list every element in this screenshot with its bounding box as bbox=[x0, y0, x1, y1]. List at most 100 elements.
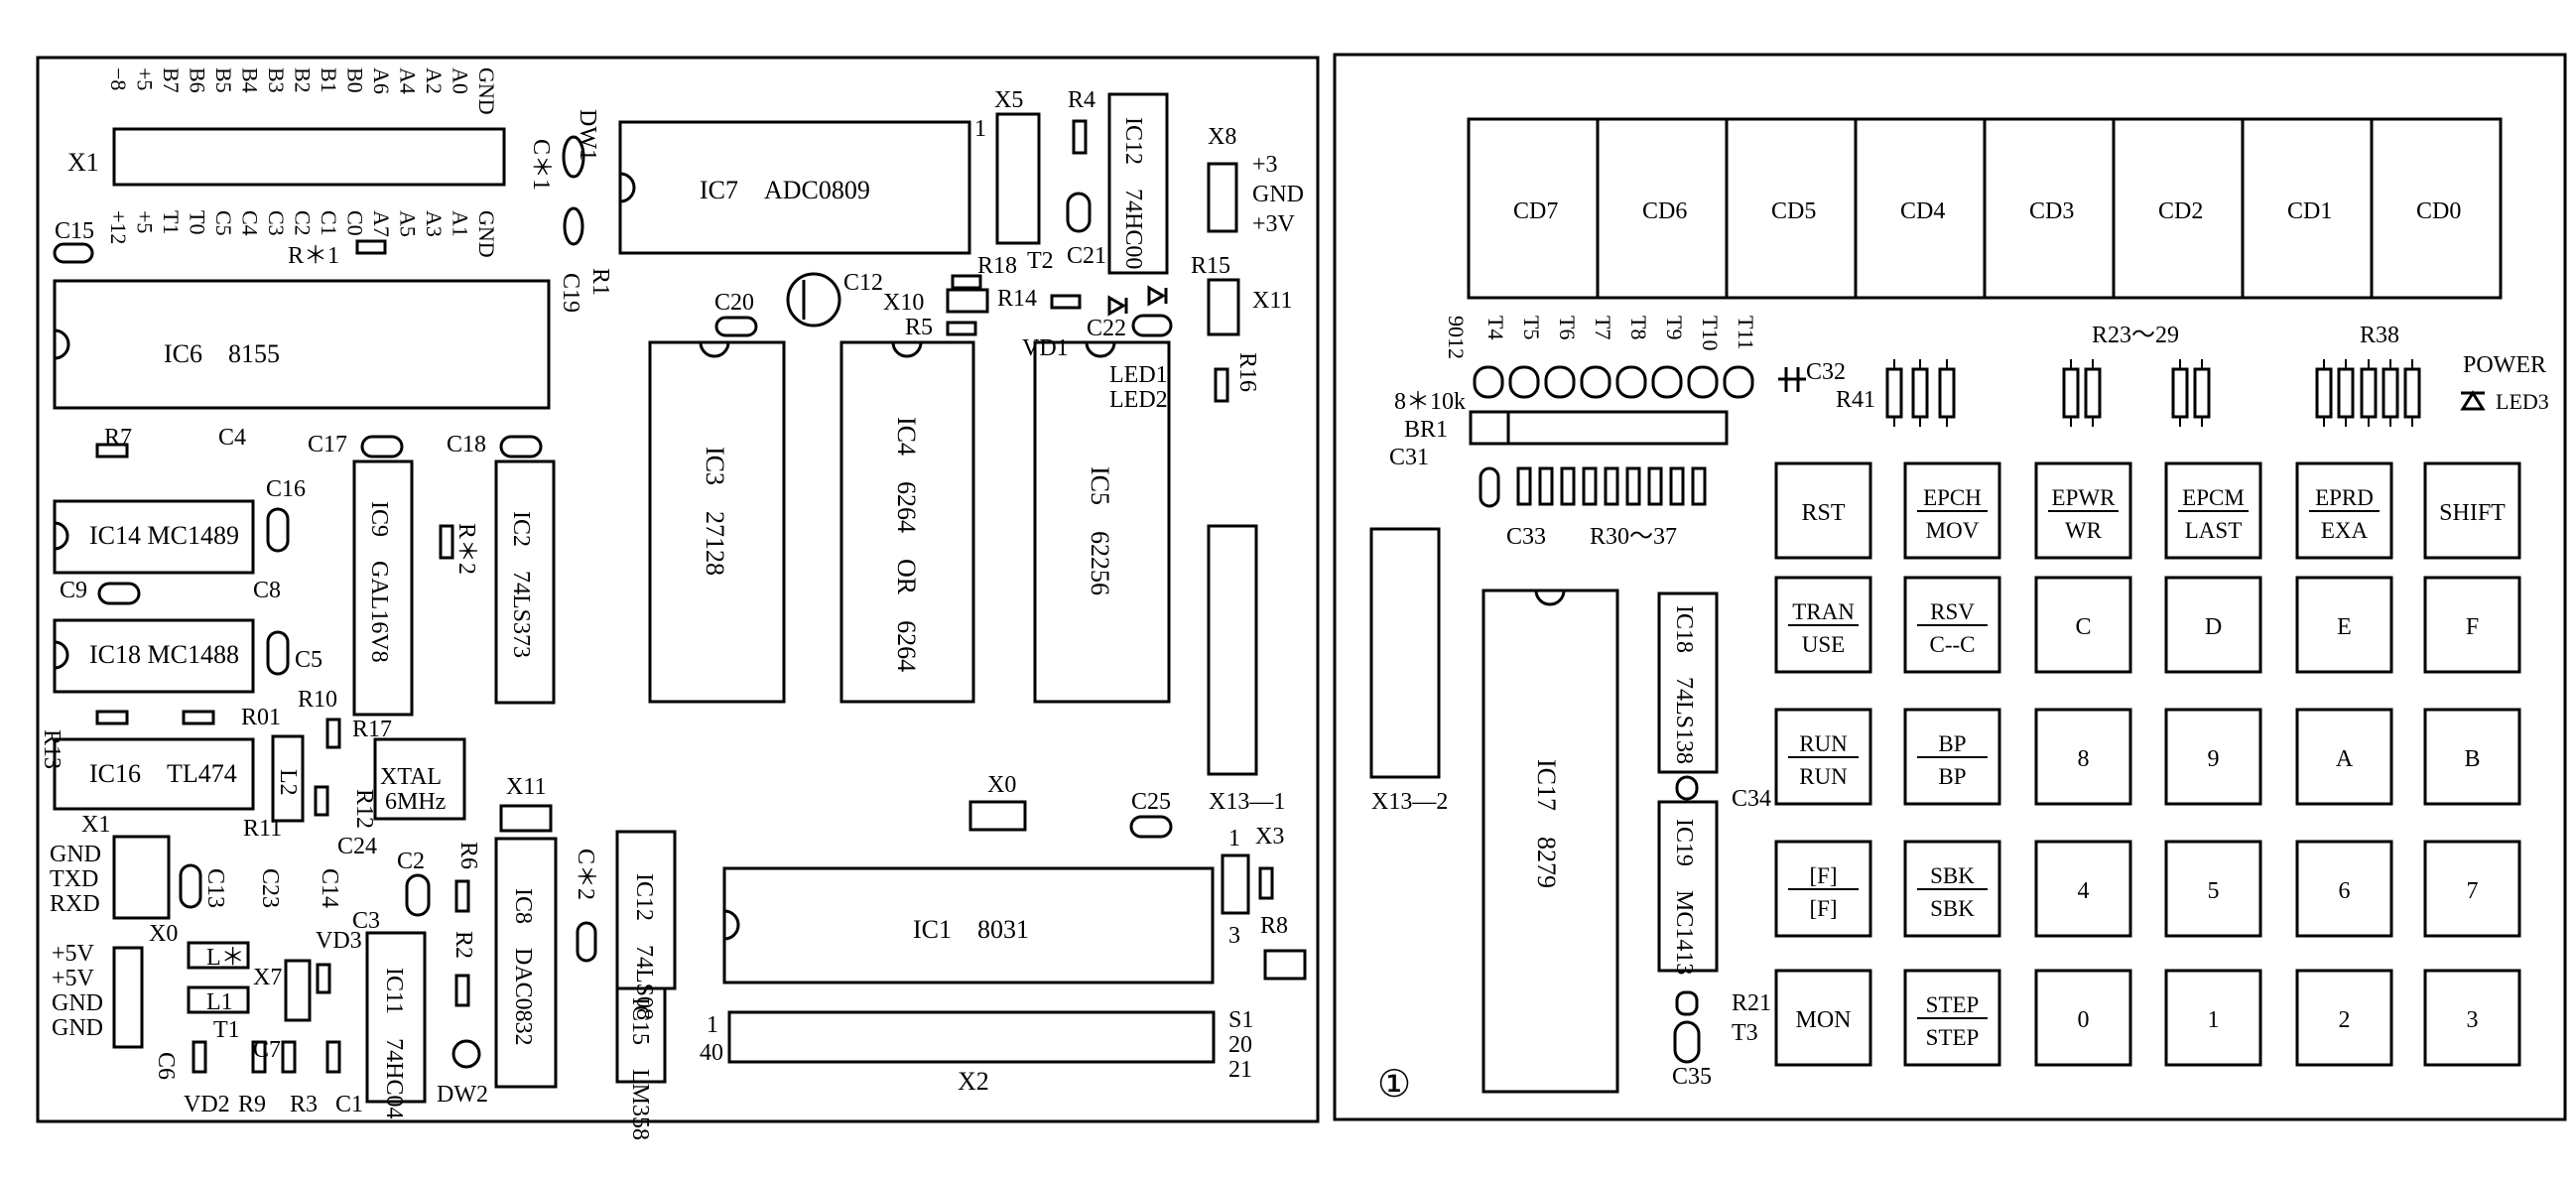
key-frame bbox=[2164, 708, 2262, 806]
key-4[interactable]: 4 bbox=[2034, 840, 2132, 938]
key-d[interactable]: D bbox=[2164, 576, 2262, 674]
key-bottom-label: STEP bbox=[1926, 1025, 1980, 1050]
key-0[interactable]: 0 bbox=[2034, 969, 2132, 1067]
x1-top-pin-label: B1 bbox=[317, 67, 341, 93]
c2-cap bbox=[405, 873, 431, 917]
c13-label: C13 bbox=[202, 868, 228, 908]
key-frame bbox=[2295, 840, 2393, 938]
c15-label: C15 bbox=[55, 218, 94, 244]
key-shift[interactable]: SHIFT bbox=[2423, 461, 2521, 560]
xtal-crystal bbox=[373, 737, 466, 821]
x7-connector bbox=[284, 959, 312, 1022]
key-f[interactable]: F bbox=[2423, 576, 2521, 674]
ic14-chip bbox=[53, 499, 255, 575]
r16-label: R16 bbox=[1234, 352, 1260, 392]
ic4-notch bbox=[891, 341, 923, 358]
resistor bbox=[1669, 466, 1685, 506]
key-c[interactable]: C bbox=[2034, 576, 2132, 674]
key-e[interactable]: E bbox=[2295, 576, 2393, 674]
resistor bbox=[1885, 367, 1903, 419]
c31-label: C31 bbox=[1389, 445, 1429, 470]
c16-cap bbox=[266, 507, 290, 553]
resistor bbox=[2171, 367, 2189, 419]
r14-resistor bbox=[1050, 294, 1082, 310]
key-top-label: EPCH bbox=[1923, 485, 1982, 510]
x1-top-pin-label: B2 bbox=[291, 67, 316, 93]
x8-connector bbox=[1207, 162, 1238, 233]
key-3[interactable]: 3 bbox=[2423, 969, 2521, 1067]
br1-resistor-network bbox=[1469, 410, 1729, 446]
x5-component bbox=[995, 112, 1041, 245]
key-label: SHIFT bbox=[2439, 500, 2506, 526]
s1-20-label: 20 bbox=[1228, 1032, 1252, 1058]
ic1-label: IC1 8031 bbox=[913, 915, 1029, 944]
pin-1b-label: 1 bbox=[1228, 826, 1240, 852]
t2-label: T2 bbox=[1027, 248, 1054, 274]
r1star-label: R＊1 bbox=[288, 243, 339, 269]
r21-resistor bbox=[1675, 990, 1699, 1016]
x1-bottom-pin-label: A5 bbox=[396, 210, 421, 237]
key-9[interactable]: 9 bbox=[2164, 708, 2262, 806]
led1-diode bbox=[1107, 295, 1128, 317]
x5-label: X5 bbox=[994, 87, 1023, 113]
key-6[interactable]: 6 bbox=[2295, 840, 2393, 938]
x1-bottom-pin-label: A1 bbox=[449, 210, 473, 237]
r3-resistor bbox=[281, 1040, 297, 1074]
key-1[interactable]: 1 bbox=[2164, 969, 2262, 1067]
c25-cap bbox=[1129, 815, 1173, 839]
key-8[interactable]: 8 bbox=[2034, 708, 2132, 806]
key-bottom-label: RUN bbox=[1799, 764, 1848, 789]
resistor bbox=[1911, 367, 1929, 419]
key-rst[interactable]: RST bbox=[1774, 461, 1872, 560]
x7-label: X7 bbox=[253, 965, 282, 990]
key-a[interactable]: A bbox=[2295, 708, 2393, 806]
key-label: E bbox=[2337, 614, 2352, 640]
r12-label: R12 bbox=[351, 789, 377, 829]
r10-label: R10 bbox=[298, 687, 337, 713]
x8-label-2: +3V bbox=[1252, 211, 1296, 237]
x8-label: X8 bbox=[1208, 124, 1236, 150]
ic17-notch bbox=[1534, 590, 1566, 606]
x1-bottom-pin-label: T0 bbox=[186, 210, 210, 234]
c8-label: C8 bbox=[253, 578, 281, 603]
x1-bottom-pin-label: C1 bbox=[317, 210, 341, 236]
key-mon[interactable]: MON bbox=[1774, 969, 1872, 1067]
serial-label-txd: TXD bbox=[50, 866, 98, 892]
ic16-label: IC16 TL474 bbox=[89, 759, 237, 788]
key-b[interactable]: B bbox=[2423, 708, 2521, 806]
key-bottom-label: WR bbox=[2065, 518, 2103, 543]
c1-label: C1 bbox=[335, 1092, 363, 1117]
r30-37-resistors bbox=[1479, 466, 1707, 508]
key-f-f[interactable]: [F][F] bbox=[1774, 840, 1872, 938]
r4-label: R4 bbox=[1068, 87, 1095, 113]
figure-number: ① bbox=[1377, 1064, 1411, 1106]
x8-label-0: +3 bbox=[1252, 152, 1278, 178]
key-bottom-label: LAST bbox=[2185, 518, 2243, 543]
key-2[interactable]: 2 bbox=[2295, 969, 2393, 1067]
c9-cap bbox=[97, 582, 141, 605]
key-7[interactable]: 7 bbox=[2423, 840, 2521, 938]
xtal-freq-label: 6MHz bbox=[385, 789, 446, 815]
key-5[interactable]: 5 bbox=[2164, 840, 2262, 938]
x3-connector bbox=[1221, 853, 1250, 915]
vd2-diode bbox=[192, 1040, 207, 1074]
c23-label: C23 bbox=[257, 868, 283, 908]
c13-cap bbox=[179, 863, 202, 909]
display-cd4: CD4 bbox=[1900, 198, 1945, 224]
vd3-diode bbox=[316, 963, 331, 994]
c1star-label: C＊1 bbox=[528, 139, 554, 191]
x1-bottom-pin-label: GND bbox=[474, 210, 499, 258]
serial-label-rxd: RXD bbox=[50, 891, 100, 917]
r18-resistor bbox=[951, 274, 982, 290]
ic9-chip bbox=[352, 459, 414, 717]
